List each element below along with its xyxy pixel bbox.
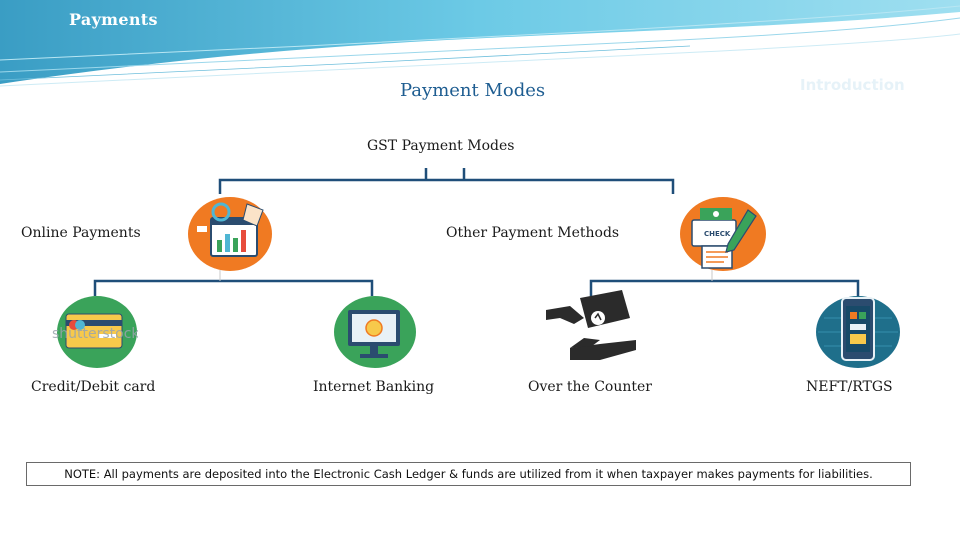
online-payments-label: Online Payments — [21, 225, 141, 241]
watermark-text: shutterstock — [52, 326, 138, 342]
mobile-phone-icon — [816, 296, 900, 368]
header-ghost-label: Introduction — [800, 76, 905, 94]
analytics-icon — [188, 197, 272, 271]
header-title: Payments — [69, 10, 158, 29]
svg-text:CHECK: CHECK — [704, 230, 731, 238]
internet-banking-label: Internet Banking — [313, 379, 435, 395]
over-the-counter-label: Over the Counter — [528, 379, 652, 395]
monitor-coin-icon — [334, 296, 416, 368]
note-box: NOTE: All payments are deposited into th… — [26, 462, 911, 486]
note-text: NOTE: All payments are deposited into th… — [64, 467, 873, 481]
hand-card-icon — [546, 290, 636, 360]
credit-debit-card-label: Credit/Debit card — [31, 379, 156, 395]
check-pen-icon: CHECK — [680, 197, 766, 271]
page-title: Payment Modes — [400, 80, 546, 101]
other-payment-methods-label: Other Payment Methods — [446, 225, 620, 241]
tree-root-label: GST Payment Modes — [367, 138, 515, 154]
neft-rtgs-label: NEFT/RTGS — [806, 379, 893, 395]
credit-card-icon: shutterstock — [52, 296, 138, 368]
header-band — [0, 0, 960, 87]
